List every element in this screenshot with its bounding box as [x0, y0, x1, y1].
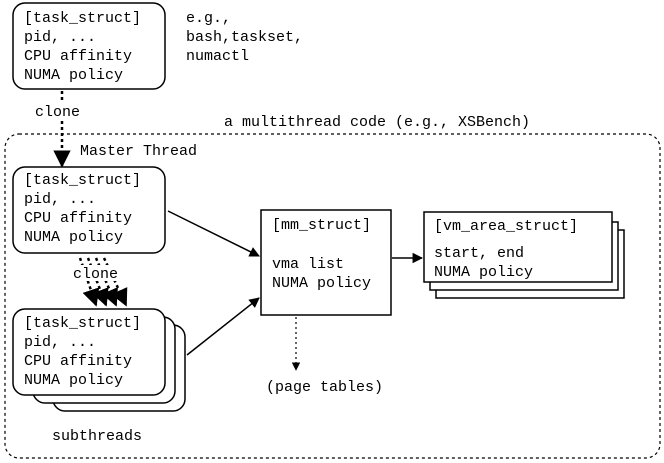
examples-line-1: e.g.,: [186, 10, 231, 27]
vma-box-front: [423, 211, 613, 283]
subthreads-to-mm-arrow: [186, 297, 260, 356]
multithread-label: a multithread code (e.g., XSBench): [224, 114, 530, 131]
mm-struct-box: [260, 209, 392, 316]
mm-struct-line-1: vma list: [272, 256, 344, 273]
subthreads-label: subthreads: [52, 428, 142, 445]
clone-label-top: clone: [35, 104, 80, 121]
master-task-struct-line-2: pid, ...: [24, 191, 96, 208]
mm-struct-title: [mm_struct]: [272, 217, 371, 234]
master-thread-label: Master Thread: [80, 143, 197, 160]
master-to-mm-arrow: [167, 210, 260, 257]
sub-task-struct-line-4: NUMA policy: [24, 372, 123, 389]
vma-line-1: start, end: [434, 245, 524, 262]
examples-line-2: bash,taskset,: [186, 29, 303, 46]
top-task-struct-line-1: [task_struct]: [24, 10, 141, 27]
master-task-struct-line-4: NUMA policy: [24, 229, 123, 246]
master-task-struct-line-1: [task_struct]: [24, 172, 141, 189]
vma-title: [vm_area_struct]: [434, 218, 578, 235]
master-task-struct-box: [12, 166, 166, 254]
subthread-box-front: [12, 308, 166, 396]
multithread-region: [4, 133, 661, 459]
clone-label-sub: clone: [73, 266, 118, 283]
sub-task-struct-line-1: [task_struct]: [24, 315, 141, 332]
top-task-struct-box: [12, 2, 166, 90]
top-task-struct-line-2: pid, ...: [24, 29, 96, 46]
top-task-struct-line-3: CPU affinity: [24, 48, 132, 65]
page-tables-label: (page tables): [266, 379, 383, 396]
sub-task-struct-line-3: CPU affinity: [24, 353, 132, 370]
top-task-struct-line-4: NUMA policy: [24, 67, 123, 84]
sub-task-struct-line-2: pid, ...: [24, 334, 96, 351]
examples-line-3: numactl: [186, 48, 249, 65]
vma-line-2: NUMA policy: [434, 264, 533, 281]
master-task-struct-line-3: CPU affinity: [24, 210, 132, 227]
mm-struct-line-2: NUMA policy: [272, 275, 371, 292]
